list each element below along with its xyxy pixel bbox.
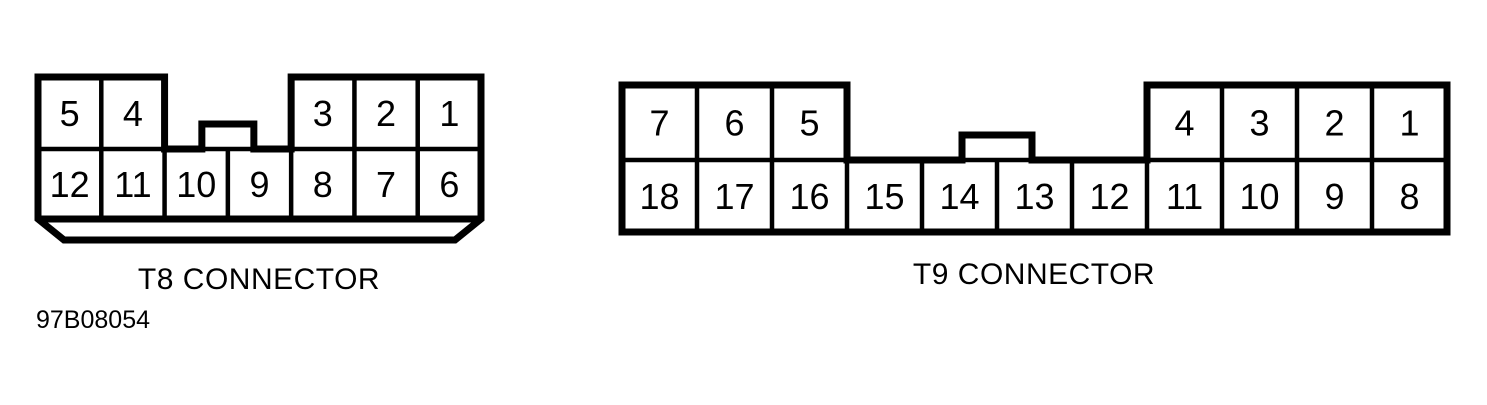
pin-number: 7	[649, 103, 669, 144]
pin-number: 8	[1399, 176, 1419, 217]
pin-number: 12	[1089, 176, 1129, 217]
t8-connector-label: T8 CONNECTOR	[137, 263, 381, 296]
pin-number: 13	[1014, 176, 1054, 217]
pin-number: 6	[439, 164, 459, 205]
pin-number: 5	[799, 103, 819, 144]
figure-code: 97B08054	[36, 306, 151, 334]
pin-number: 9	[249, 164, 269, 205]
pin-number: 10	[176, 164, 216, 205]
pin-number: 16	[789, 176, 829, 217]
pin-number: 14	[939, 176, 979, 217]
t8-connector: 5 4 3 2 1 12 11 10 9 8 7 6	[34, 73, 485, 244]
pin-number: 18	[639, 176, 679, 217]
pin-number: 2	[1324, 103, 1344, 144]
pin-number: 5	[60, 93, 80, 134]
t9-connector-label: T9 CONNECTOR	[912, 258, 1156, 291]
pin-number: 15	[864, 176, 904, 217]
pin-number: 6	[724, 103, 744, 144]
pin-number: 8	[313, 164, 333, 205]
pin-number: 7	[376, 164, 396, 205]
pin-number: 4	[1174, 103, 1194, 144]
pin-number: 3	[1249, 103, 1269, 144]
pin-number: 3	[313, 93, 333, 134]
pin-number: 11	[114, 164, 151, 205]
pin-number: 1	[439, 93, 459, 134]
pin-number: 1	[1399, 103, 1419, 144]
pin-number: 17	[714, 176, 754, 217]
pin-number: 10	[1239, 176, 1279, 217]
pin-number: 11	[1166, 176, 1203, 217]
pin-number: 12	[50, 164, 90, 205]
t9-connector: 7 6 5 4 3 2 1 18 17 16 15 14 13 12 11 10 9 8	[618, 81, 1451, 236]
pin-number: 2	[376, 93, 396, 134]
pin-number: 4	[123, 93, 143, 134]
pin-number: 9	[1324, 176, 1344, 217]
